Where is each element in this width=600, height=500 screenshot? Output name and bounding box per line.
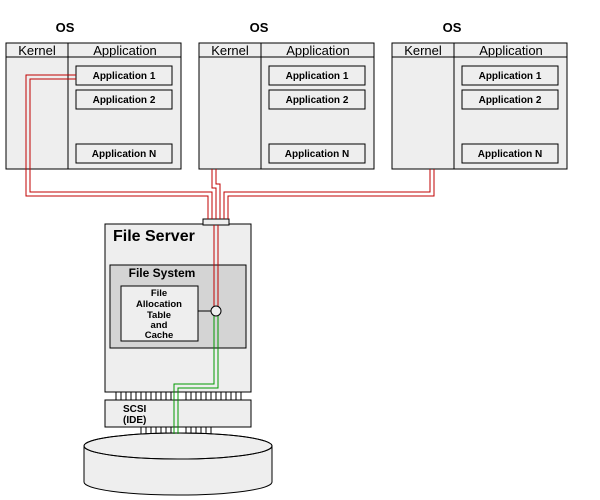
file-server-title: File Server — [113, 228, 195, 245]
os-2-app-2-box — [268, 89, 366, 110]
file-server: File Server File System File Allocation … — [104, 218, 252, 393]
os-3-kernel-header: Kernel — [404, 43, 442, 58]
os-2-title: OS — [250, 20, 269, 35]
os-3-application-header: Application — [479, 43, 543, 58]
os-3-app-2-label: Application 2 — [479, 95, 542, 106]
os-3: OS Kernel Application Application 1 Appl… — [391, 20, 568, 170]
fat-line-4: and — [151, 320, 168, 331]
os-2-app-1-box — [268, 65, 366, 86]
network-lines — [25, 74, 435, 306]
fat-line-1: File — [151, 288, 167, 299]
fat-line-3: Table — [147, 310, 171, 321]
os-1: OS Kernel Application Application 1 Appl… — [5, 20, 182, 170]
fat-line-5: Cache — [145, 330, 174, 341]
storage-lines — [173, 316, 219, 434]
os-2: OS Kernel Application Application 1 Appl… — [198, 20, 375, 170]
os-3-title: OS — [443, 20, 462, 35]
disk — [83, 432, 273, 496]
os-3-app-n-label: Application N — [478, 149, 542, 160]
os-2-app-1-label: Application 1 — [286, 71, 349, 82]
os-1-app-n-box — [75, 143, 173, 164]
fat-cache-box — [120, 285, 199, 342]
file-system-title: File System — [129, 266, 196, 280]
os-2-app-n-box — [268, 143, 366, 164]
os-1-app-2-box — [75, 89, 173, 110]
os-2-kernel-header: Kernel — [211, 43, 249, 58]
os-1-app-1-label: Application 1 — [93, 71, 156, 82]
os-2-app-2-label: Application 2 — [286, 95, 349, 106]
cache-junction-node — [210, 305, 222, 317]
disk-body — [83, 446, 273, 496]
os-1-application-header: Application — [93, 43, 157, 58]
os-3-app-1-box — [461, 65, 559, 86]
os-3-app-1-label: Application 1 — [479, 71, 542, 82]
os-1-title: OS — [56, 20, 75, 35]
os-3-app-2-box — [461, 89, 559, 110]
os-2-application-header: Application — [286, 43, 350, 58]
os-1-app-n-label: Application N — [92, 149, 156, 160]
os-1-kernel-header: Kernel — [18, 43, 56, 58]
scsi-line-1: SCSI — [123, 404, 147, 415]
network-connector — [202, 218, 230, 226]
os-1-app-2-label: Application 2 — [93, 95, 156, 106]
os-3-app-n-box — [461, 143, 559, 164]
scsi-pins-top — [115, 392, 242, 400]
os-2-app-n-label: Application N — [285, 149, 349, 160]
scsi-line-2: (IDE) — [123, 415, 146, 426]
fat-line-2: Allocation — [136, 299, 182, 310]
